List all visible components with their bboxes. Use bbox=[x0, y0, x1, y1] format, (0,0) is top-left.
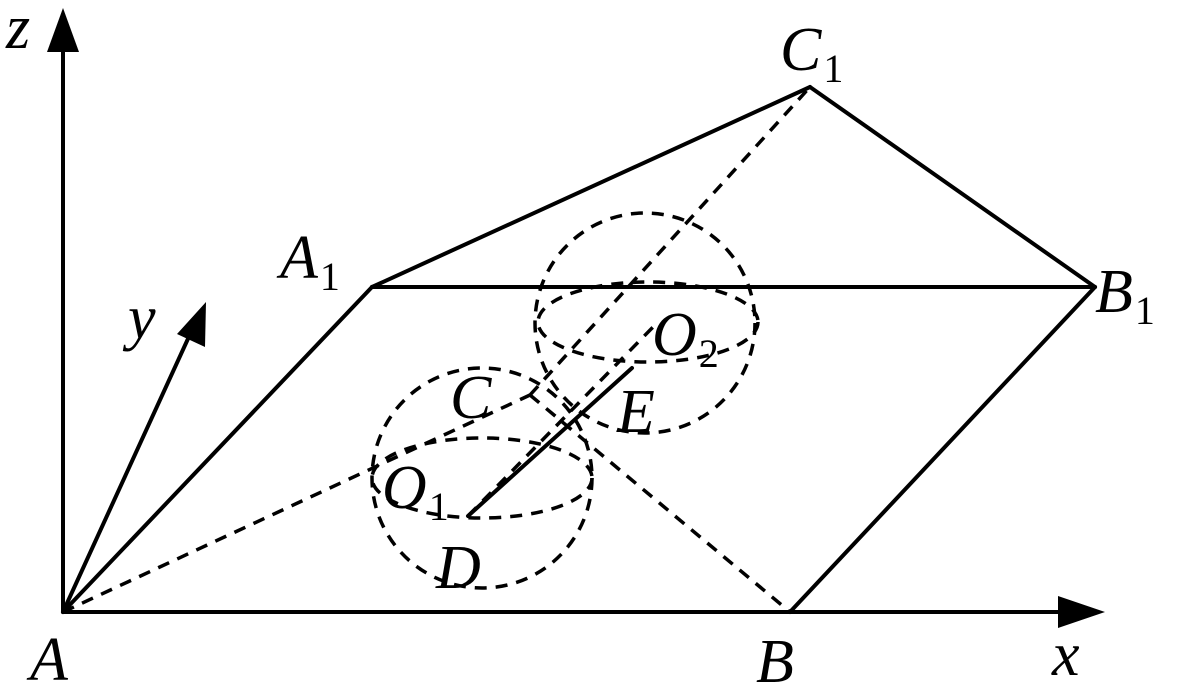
label-E: E bbox=[616, 378, 655, 446]
edge-B1-B bbox=[788, 285, 1097, 614]
label-B1: B1 bbox=[1095, 258, 1155, 333]
x-axis-arrowhead bbox=[1058, 596, 1105, 628]
label-C: C bbox=[450, 364, 492, 432]
edge-A-A1 bbox=[61, 285, 374, 614]
label-C1-main: C bbox=[780, 16, 822, 84]
label-O2: O2 bbox=[652, 301, 719, 376]
y-axis-arrowhead bbox=[177, 302, 206, 347]
label-O1: O1 bbox=[382, 454, 449, 529]
z-axis-arrowhead bbox=[47, 8, 79, 52]
label-B1-sub: 1 bbox=[1135, 288, 1155, 333]
edge-A1-C1 bbox=[370, 85, 812, 289]
label-B1-main: B bbox=[1095, 258, 1133, 326]
label-A: A bbox=[26, 626, 69, 694]
label-D: D bbox=[435, 534, 481, 602]
y-axis bbox=[61, 328, 194, 614]
edge-C1-B1 bbox=[808, 85, 1097, 289]
segment-D-E bbox=[466, 366, 634, 518]
label-C1-sub: 1 bbox=[823, 46, 843, 91]
sphere-O1-equator bbox=[370, 436, 594, 520]
edge-A-C bbox=[62, 393, 531, 614]
segment-O1-O2 bbox=[466, 323, 657, 518]
sphere-O2-outline bbox=[533, 211, 757, 435]
label-A1-main: A bbox=[276, 224, 319, 292]
label-y: y bbox=[122, 284, 156, 352]
edge-C-C1 bbox=[528, 85, 812, 397]
label-O2-sub: 2 bbox=[699, 331, 719, 376]
label-B: B bbox=[756, 628, 794, 695]
label-O2-main: O bbox=[652, 301, 697, 369]
label-O1-sub: 1 bbox=[429, 484, 449, 529]
label-z: z bbox=[5, 0, 30, 62]
sphere-O2-equator bbox=[536, 280, 760, 364]
edge-C-B bbox=[528, 393, 792, 614]
label-O1-main: O bbox=[382, 454, 427, 522]
label-C1: C1 bbox=[780, 16, 843, 91]
label-x: x bbox=[1051, 621, 1080, 689]
label-A1-sub: 1 bbox=[320, 254, 340, 299]
label-A1: A1 bbox=[276, 224, 340, 299]
